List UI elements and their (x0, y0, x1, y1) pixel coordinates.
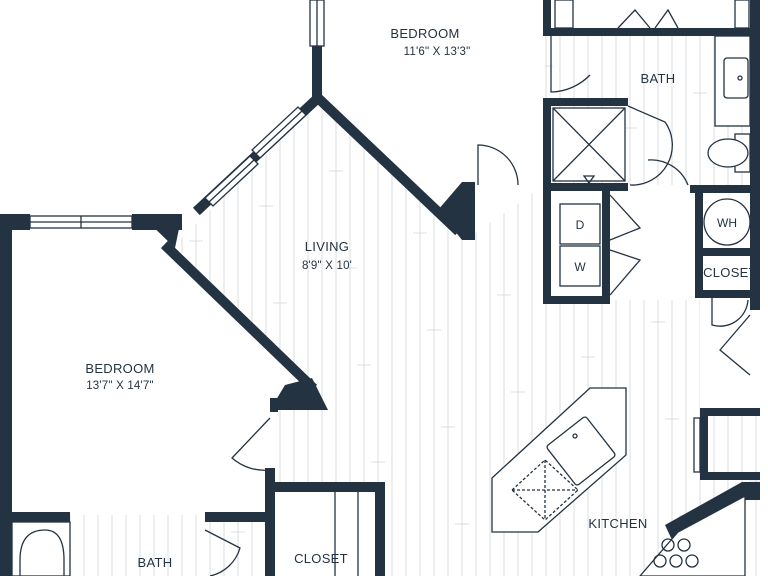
closet-bottom-name: CLOSET (294, 551, 348, 566)
water-heater: WH (703, 198, 751, 246)
window-top (309, 0, 325, 47)
window-left-bedroom (29, 215, 133, 229)
kitchen-name: KITCHEN (588, 516, 647, 531)
kitchen-island (491, 387, 627, 533)
washer-label: W (574, 260, 586, 274)
bedroom-left-name: BEDROOM (85, 361, 154, 376)
bathtub (11, 521, 71, 576)
shower (552, 107, 626, 185)
water-heater-label: WH (717, 216, 737, 230)
dryer: D (559, 203, 601, 245)
window-living-right (251, 106, 307, 159)
living-dims: 8'9" X 10' (302, 260, 352, 272)
living-name: LIVING (305, 239, 349, 254)
washer: W (559, 245, 601, 287)
bedroom-top-dims: 11'6" X 13'3" (404, 46, 471, 58)
bath-bottom-name: BATH (138, 555, 173, 570)
closet-right-name: CLOSET (703, 265, 757, 280)
bedroom-left-dims: 13'7" X 14'7" (86, 380, 154, 392)
window-living-left (204, 155, 259, 207)
cooktop (653, 538, 699, 568)
toilet-top (707, 133, 751, 173)
bedroom-top-name: BEDROOM (390, 26, 459, 41)
bath-vanity-top (714, 35, 751, 127)
dryer-label: D (576, 218, 585, 232)
bath-top-name: BATH (641, 71, 676, 86)
